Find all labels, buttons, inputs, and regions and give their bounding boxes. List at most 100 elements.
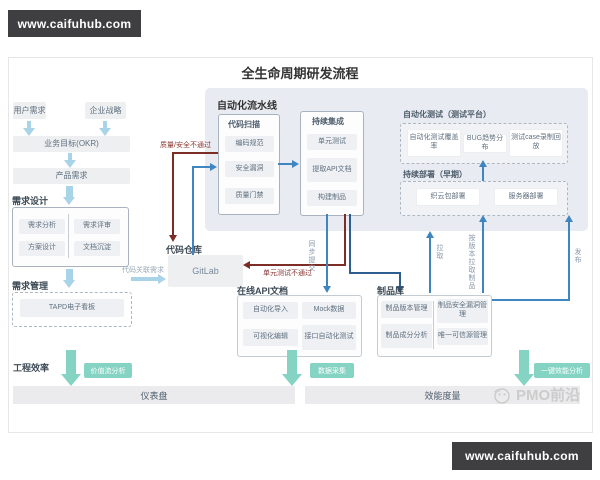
arrowhead [292, 160, 299, 168]
artifacts-label: 制品库 [377, 286, 405, 296]
arrowhead [23, 128, 35, 136]
box-okr: 业务目标(OKR) [13, 136, 130, 152]
arrow-ci-to-artifacts-h [349, 272, 401, 274]
code-scan-item: 质量门禁 [225, 188, 274, 204]
arrow-ci-to-artifacts-v1 [349, 214, 351, 274]
design-box [12, 207, 129, 267]
repo-label: 代码仓库 [166, 245, 203, 255]
box-user-needs: 用户需求 [13, 102, 46, 119]
code-scan-item: 安全漏洞 [225, 161, 274, 177]
arrow-deploy-to-test [482, 167, 484, 181]
code-link-label: 代码关联需求 [122, 267, 164, 274]
api-docs-item: 自动化导入 [243, 302, 298, 319]
gitlab-box: GitLab [168, 255, 243, 287]
deploy-title: 持续部署（早期） [403, 170, 467, 179]
arrowhead [396, 286, 404, 293]
arrowhead [63, 197, 75, 205]
artifacts-divider [433, 301, 434, 349]
badge-data-collect: 数据采集 [310, 363, 354, 378]
unit-fail-label: 单元测试不通过 [263, 270, 312, 277]
arrow-scan-fail-h [173, 152, 218, 154]
artifacts-item: 唯一可信源管理 [437, 328, 488, 345]
arrow-release-v [568, 222, 570, 301]
diagram-title: 全生命周期研发流程 [241, 66, 359, 81]
pmo-bird-logo [494, 387, 510, 404]
arrow-unit-fail-v [344, 214, 346, 266]
pull-label: 拉取 [436, 244, 443, 260]
arrow-design-to-mgmt [66, 269, 73, 281]
arrow-product-to-design [66, 186, 73, 198]
arrow-gitlab-to-scan-h [192, 166, 212, 168]
design-item: 方案设计 [19, 241, 65, 256]
dashboard-bar: 仪表盘 [13, 386, 295, 404]
code-scan-title: 代码扫描 [228, 120, 260, 129]
arrow-scan-to-ci [278, 163, 294, 165]
design-item: 需求评审 [74, 219, 120, 234]
pipeline-title: 自动化流水线 [217, 101, 277, 112]
arrowhead [243, 261, 250, 269]
ci-title: 持续集成 [312, 117, 344, 126]
design-section-label: 需求设计 [12, 196, 49, 206]
artifacts-item: 制品版本管理 [381, 301, 432, 318]
arrowhead [323, 286, 331, 293]
design-item: 文档沉淀 [74, 241, 120, 256]
arrow-artifacts-pull [429, 238, 431, 293]
deploy-item: 服务器部署 [494, 188, 558, 206]
management-section-label: 需求管理 [12, 281, 49, 291]
arrow-strategy-to-okr [103, 121, 107, 129]
arrow-ci-to-apidocs [326, 214, 328, 287]
arrowhead [64, 160, 76, 168]
api-docs-label: 在线API文档 [237, 286, 289, 296]
box-enterprise-strategy: 企业战略 [85, 102, 126, 119]
arrow-artifacts-to-deploy [482, 222, 484, 293]
arrowhead [158, 274, 166, 284]
arrowhead [169, 235, 177, 242]
kanban-box: TAPD电子看板 [20, 299, 124, 317]
arrowhead [210, 163, 217, 171]
box-product-requirements: 产品需求 [13, 168, 130, 184]
watermark-banner-top: www.caifuhub.com [8, 10, 141, 37]
design-item: 需求分析 [19, 219, 65, 234]
api-docs-item: 接口自动化测试 [302, 325, 356, 350]
api-docs-item: 可视化编辑 [243, 329, 298, 346]
sync-commit-label: 同步提交 [308, 240, 315, 272]
arrow-unit-fail-h [249, 264, 346, 266]
arrowhead [479, 215, 487, 222]
pmo-watermark: PMO前沿 [492, 384, 580, 405]
teal-arrow-3 [519, 350, 529, 375]
code-scan-item: 编码规范 [225, 136, 274, 152]
pull-by-version-label: 按版本拉取制品 [468, 234, 475, 290]
scan-fail-label: 质量/安全不通过 [160, 142, 211, 149]
pmo-brand-text: PMO前沿 [516, 387, 581, 404]
arrowhead [514, 374, 534, 386]
arrowhead [99, 128, 111, 136]
artifacts-item: 制品安全漏洞管理 [437, 299, 488, 323]
watermark-banner-bottom: www.caifuhub.com [452, 442, 592, 470]
arrow-okr-to-product [68, 153, 72, 161]
teal-arrow-2 [287, 350, 297, 375]
test-item: BUG趋势分布 [463, 134, 507, 153]
arrowhead [63, 280, 75, 288]
test-item: 测试case录制回放 [509, 129, 563, 157]
api-docs-item: Mock数据 [302, 302, 356, 319]
arrowhead [426, 231, 434, 238]
arrowhead [282, 374, 302, 386]
arrow-release-h [490, 299, 570, 301]
badge-one-click-analysis: 一键效能分析 [534, 363, 590, 378]
arrowhead [565, 215, 573, 222]
release-label: 发布 [574, 248, 581, 264]
test-title: 自动化测试（测试平台） [403, 110, 491, 119]
design-divider [68, 214, 69, 258]
arrowhead [479, 160, 487, 167]
arrow-ci-to-artifacts-v2 [399, 272, 401, 287]
ci-item: 构建制品 [307, 190, 357, 206]
efficiency-label: 工程效率 [13, 363, 50, 373]
test-item: 自动化测试覆盖率 [407, 129, 461, 157]
deploy-item: 织云包部署 [416, 188, 480, 206]
arrow-user-to-okr [27, 121, 31, 129]
badge-value-stream: 价值流分析 [84, 363, 132, 378]
arrow-mgmt-to-gitlab [131, 277, 159, 281]
ci-item: 提取API文档 [307, 158, 357, 182]
artifacts-item: 制品成分分析 [381, 324, 432, 348]
